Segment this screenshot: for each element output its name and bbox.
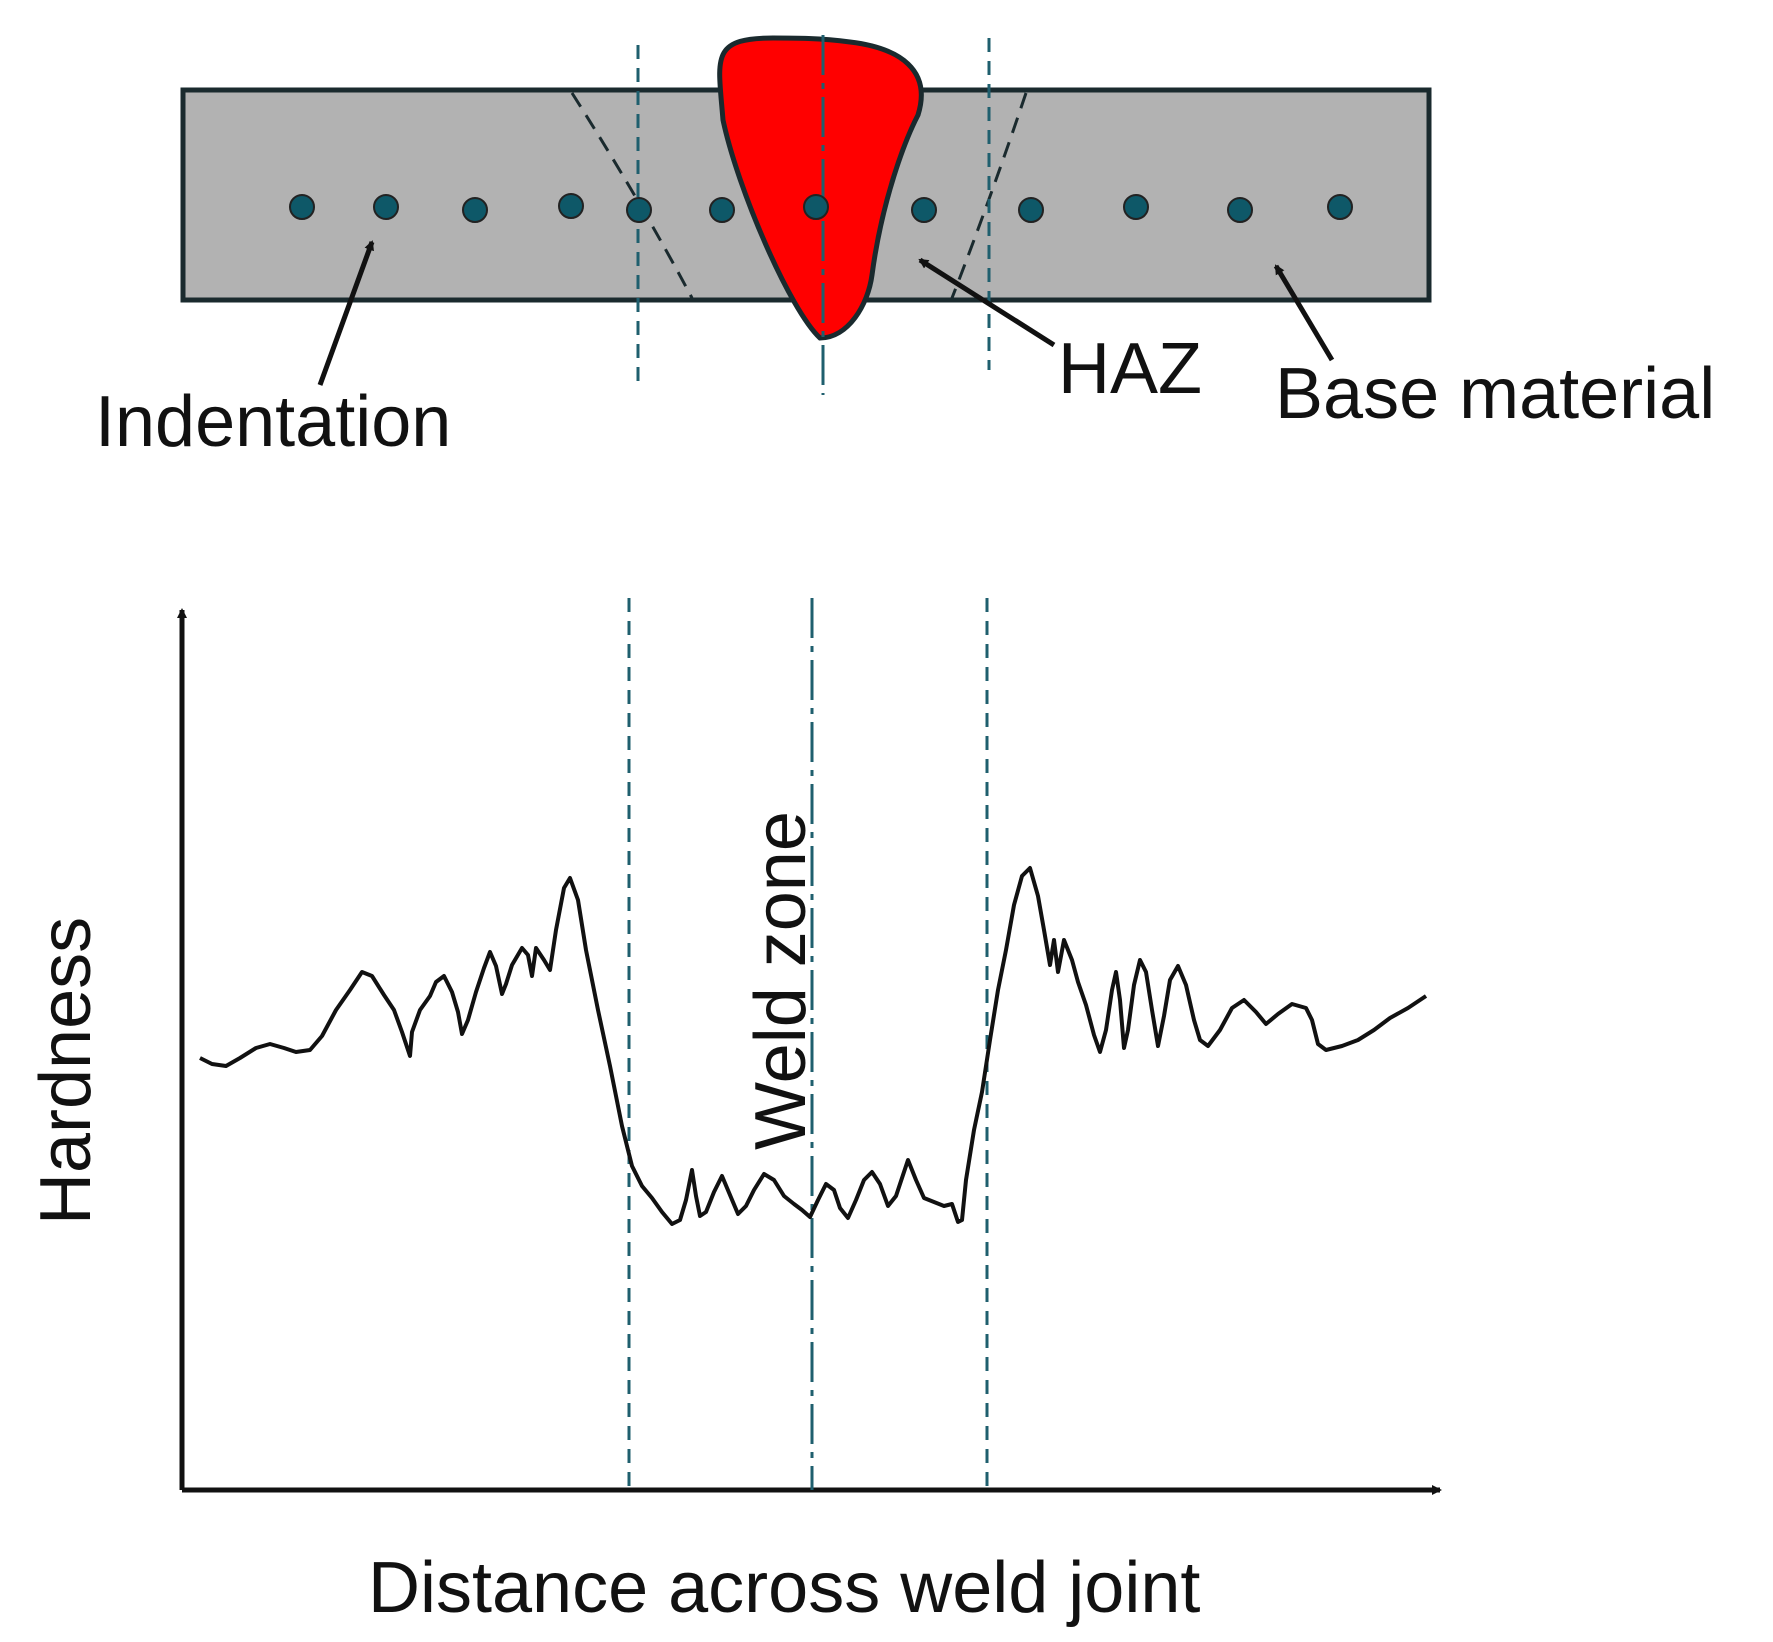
hardness-profile-curve <box>199 866 1428 1226</box>
indentation-dot <box>626 197 652 223</box>
weld-zone-label: Weld zone <box>741 811 821 1150</box>
indentation-dot <box>911 197 937 223</box>
indentation-dot <box>1327 194 1353 220</box>
haz-label: HAZ <box>1058 329 1202 409</box>
indentation-dot <box>1018 197 1044 223</box>
indentation-dot <box>1227 197 1253 223</box>
x-axis-label: Distance across weld joint <box>368 1548 1200 1628</box>
indentation-arrow <box>317 240 375 386</box>
indentation-dot <box>1123 194 1149 220</box>
weld-nugget <box>717 35 924 341</box>
haz-arrow <box>918 257 1056 348</box>
indentation-dot <box>373 194 399 220</box>
indentation-dots <box>289 193 1353 223</box>
haz-boundary-left <box>570 92 694 299</box>
indentation-dot <box>709 197 735 223</box>
indentation-label: Indentation <box>95 382 451 462</box>
indentation-dot <box>803 194 829 220</box>
indentation-dot <box>289 194 315 220</box>
haz-boundary-right <box>950 92 1028 299</box>
y-axis-label: Hardness <box>26 917 106 1225</box>
base-material-arrow <box>1273 264 1335 362</box>
indentation-dot <box>462 197 488 223</box>
indentation-dot <box>558 193 584 219</box>
base-material-label: Base material <box>1275 354 1715 434</box>
